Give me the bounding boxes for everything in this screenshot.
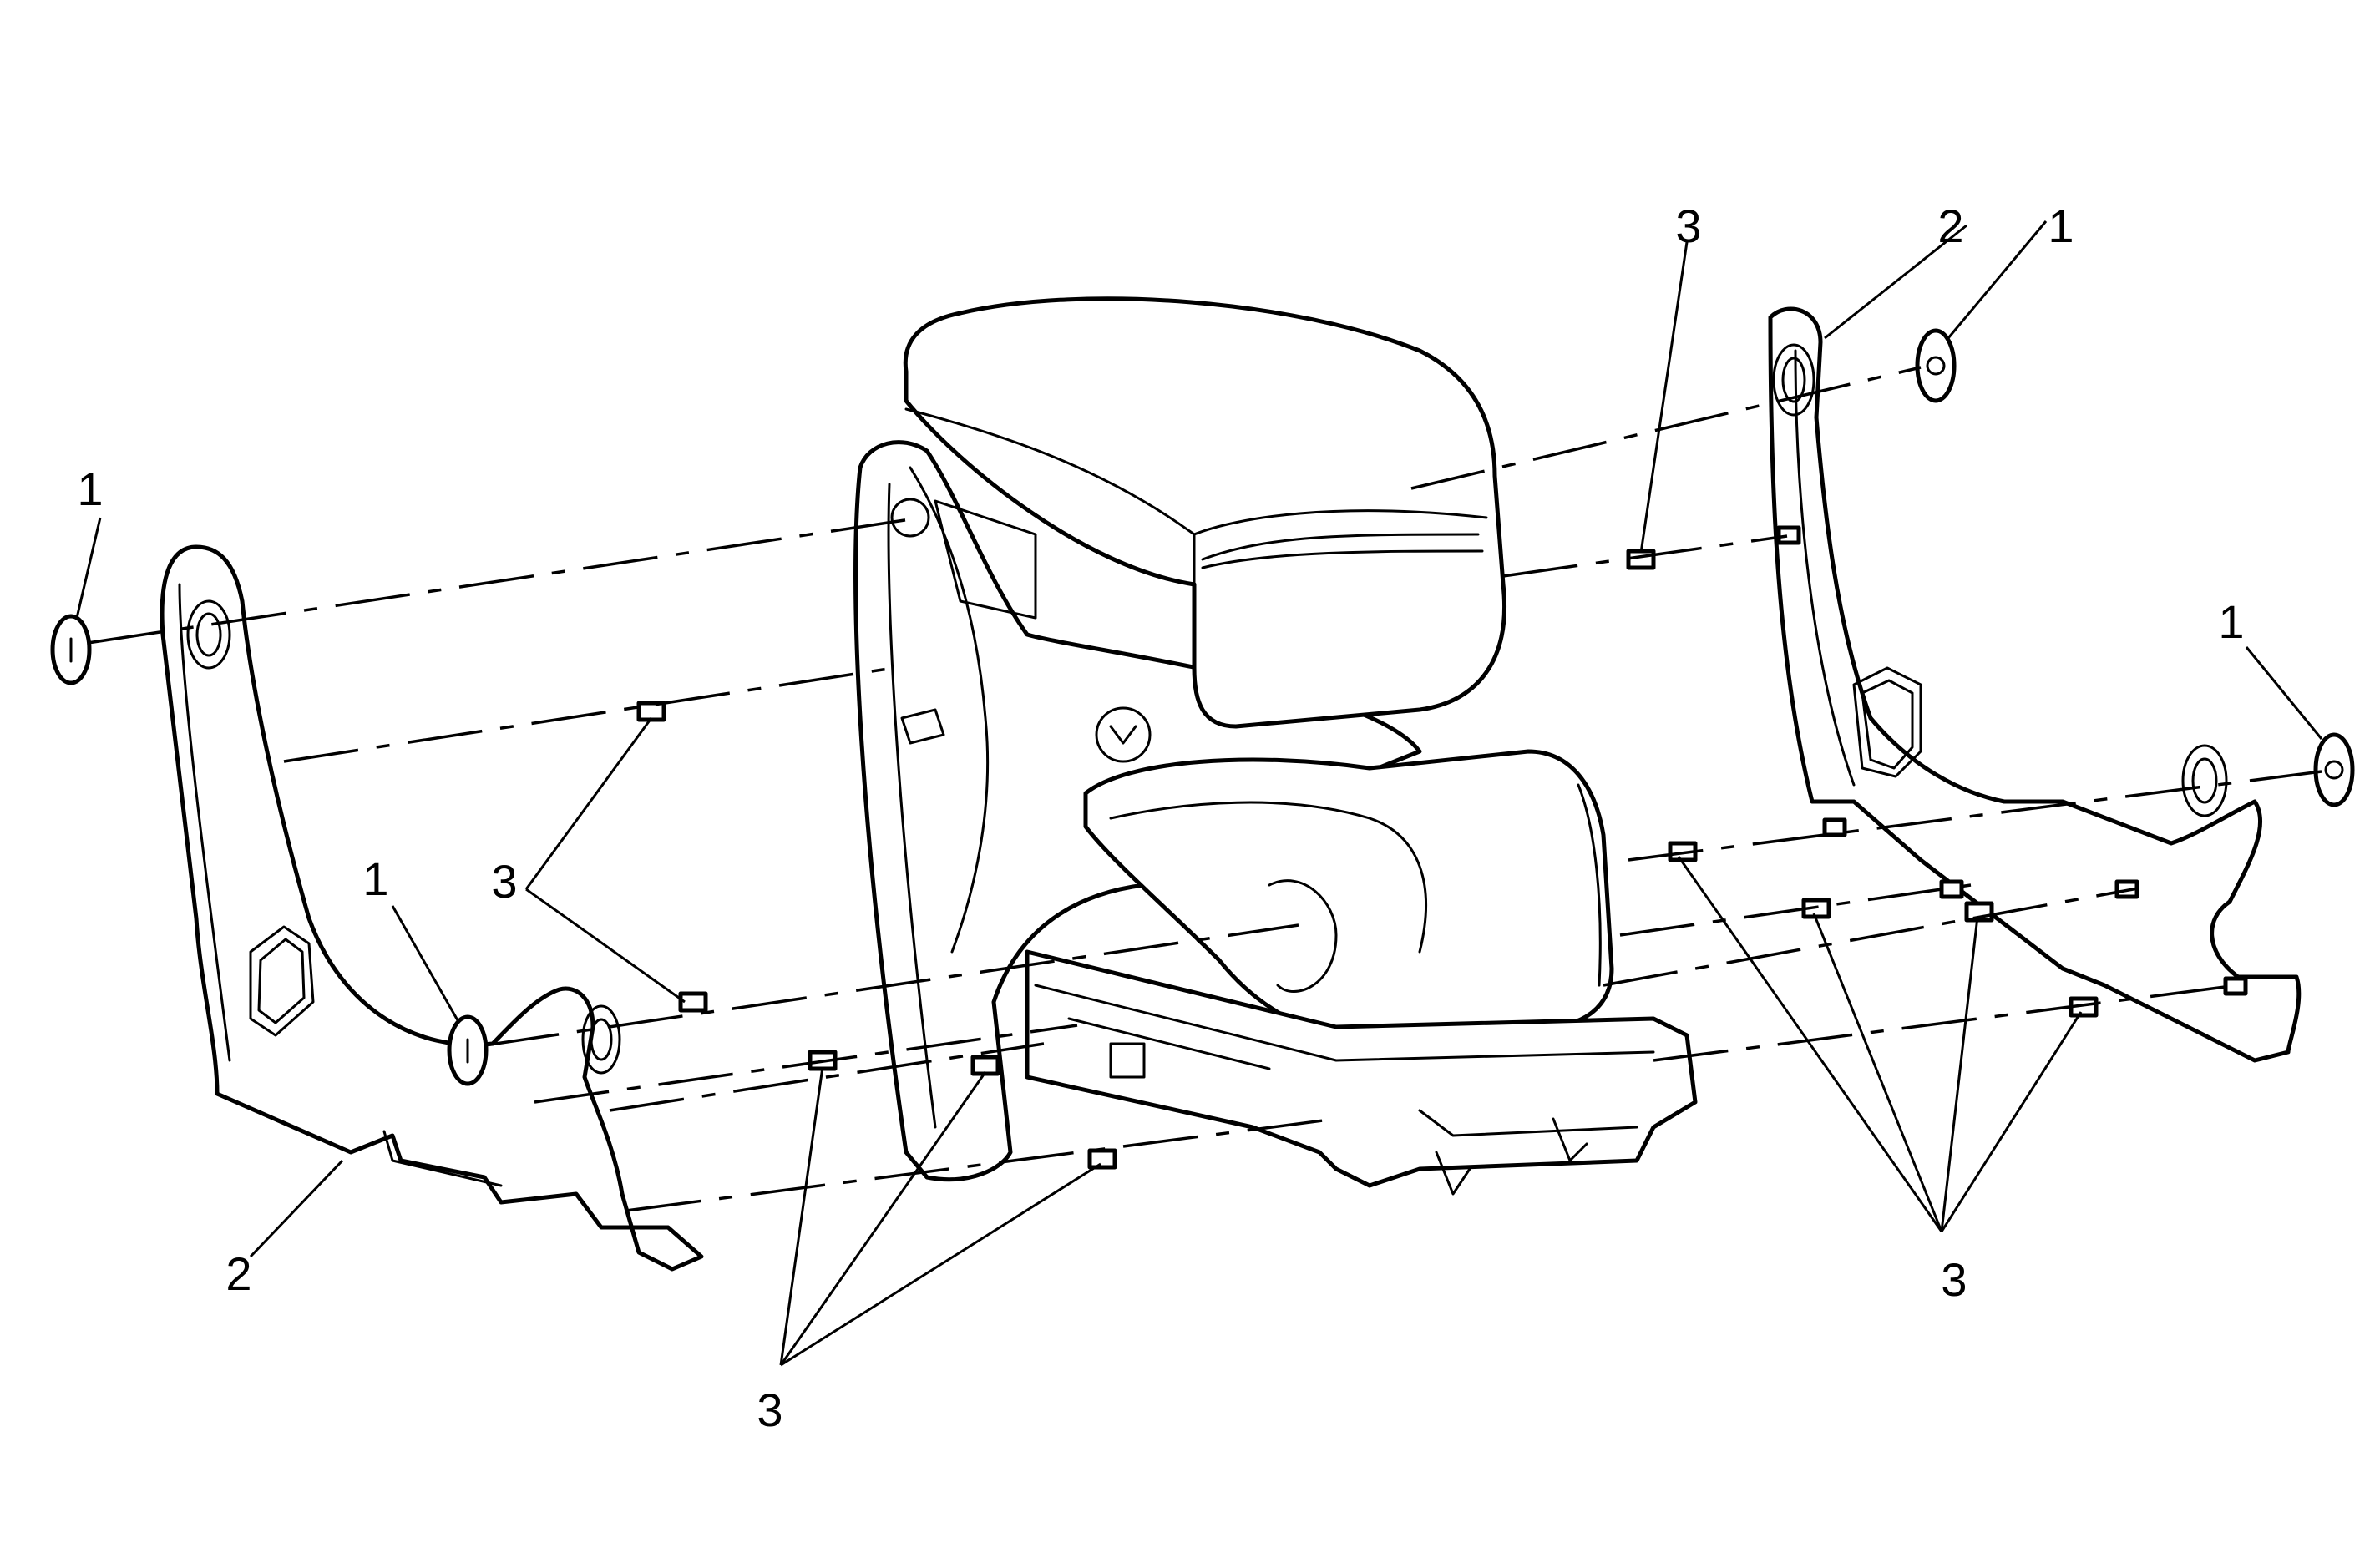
clip-b — [678, 991, 708, 1013]
leader-lines — [75, 220, 2323, 1367]
callout-1-lower-left: 1 — [362, 852, 388, 905]
clip-f — [1626, 549, 1656, 570]
clip-k — [1776, 525, 1801, 545]
callout-3-bottom-center: 3 — [757, 1383, 782, 1436]
callout-1-lower-right: 1 — [2218, 595, 2244, 648]
trim-cap-upper-right — [1915, 328, 1957, 403]
trim-cap-lower-right — [2313, 732, 2355, 807]
seat-assembly — [853, 296, 1698, 1196]
callout-3-left: 3 — [491, 855, 517, 908]
clip-e — [1087, 1148, 1117, 1170]
clip-o — [2223, 976, 2248, 996]
callout-3-upper-center: 3 — [1675, 200, 1701, 252]
clip-d — [970, 1055, 1000, 1076]
callout-labels: 1 1 1 1 2 2 3 3 3 3 — [77, 200, 2244, 1436]
callout-2-upper-right: 2 — [1937, 200, 1963, 252]
left-side-panel — [160, 544, 704, 1272]
clip-l — [1822, 817, 1847, 837]
trim-cap-lower-left — [447, 1014, 489, 1086]
callout-1-upper-left: 1 — [77, 463, 103, 515]
right-side-panel — [1768, 306, 2302, 1063]
alignment-lines — [87, 366, 2322, 1212]
clip-a — [636, 701, 666, 722]
callout-2-lower-left: 2 — [225, 1247, 251, 1300]
trim-cover-caps — [50, 328, 2355, 1086]
trim-cap-upper-left — [50, 614, 92, 685]
clip-m — [1939, 879, 1964, 899]
callout-1-upper-right: 1 — [2048, 200, 2074, 252]
callout-3-bottom-right: 3 — [1941, 1253, 1967, 1306]
